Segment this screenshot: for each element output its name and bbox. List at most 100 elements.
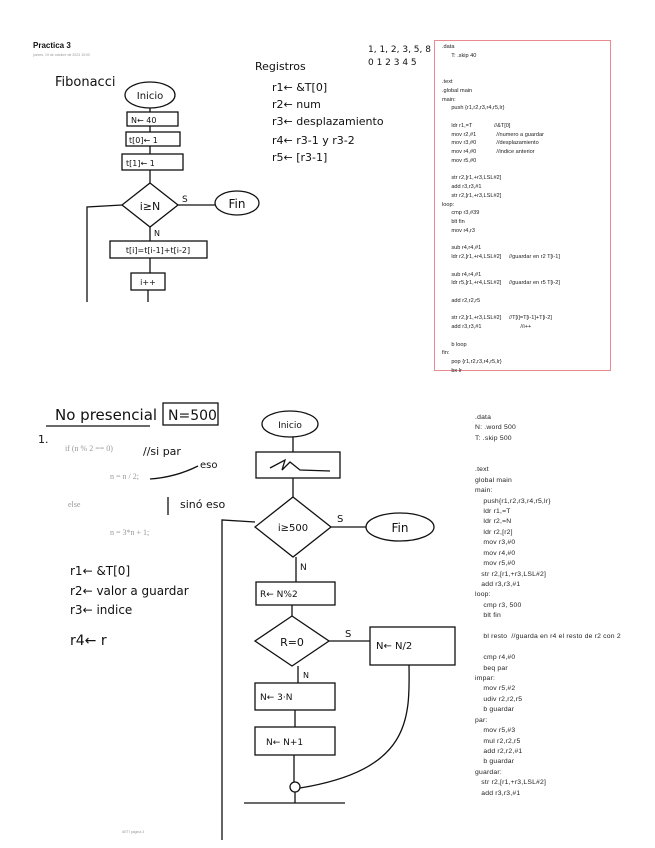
code-line: ldr r2,[r2] (475, 528, 513, 536)
process-box (125, 131, 181, 147)
process-box (121, 153, 184, 171)
code-line: str r2,[r1,+r3,LSL#2] //T[i]=T[i-1]+T[i-… (442, 315, 552, 322)
code-line: str r2,[r1,+r3,LSL#2] (475, 779, 547, 787)
process-box (254, 726, 336, 756)
svg-text:No presencial: No presencial (55, 406, 157, 424)
input-box (255, 451, 341, 479)
code-line: main: (475, 487, 493, 495)
svg-text://si par: //si par (143, 445, 181, 458)
code-line: str r2,[r1,+r3,LSL#2] (442, 192, 502, 199)
code-line: mov r4,#0 (475, 549, 516, 557)
code-line (442, 166, 560, 175)
code-line: .data (442, 44, 455, 50)
code-line: impar: (475, 674, 496, 682)
code-line: mov r5,#3 (475, 727, 516, 735)
code-line: add r3,r3,#1 //i++ (442, 324, 532, 330)
svg-text:Inicio: Inicio (278, 421, 302, 431)
page-title: Practica 3 (33, 41, 71, 50)
code-line (442, 306, 560, 315)
code-line: guardar: (475, 768, 502, 776)
code-line: mov r5,#2 (475, 685, 516, 693)
code-line: b loop (442, 341, 467, 348)
pseudo-if: if (n % 2 == 0) (65, 444, 113, 453)
code-line (442, 288, 560, 297)
svg-text:sinó eso: sinó eso (180, 498, 225, 511)
code-line: ldr r2,[r1,+r4,LSL#2] //guardar en r2 T[… (442, 254, 560, 260)
code-line: par: (475, 716, 488, 724)
start-terminal (261, 410, 319, 438)
loop-arrow (86, 204, 123, 302)
code-line: mov r4,#0 //indice anterior (442, 149, 535, 155)
code-line: .text (442, 79, 453, 85)
process-box (126, 111, 179, 127)
code-line: add r3,r3,#1 (475, 789, 521, 797)
code-line: push{r1,r2,r3,r4,r5,lr} (475, 497, 551, 505)
svg-text:R=0: R=0 (280, 636, 304, 649)
code-line: b guardar (475, 758, 515, 766)
code-line: cmp r3,#39 (442, 210, 480, 217)
svg-text:i≥500: i≥500 (278, 523, 308, 534)
end-terminal (214, 190, 260, 216)
code-line (475, 444, 621, 454)
svg-text:t[0]← 1: t[0]← 1 (129, 136, 158, 145)
code-line: ldr r2,=N (475, 518, 512, 526)
svg-text:r3← desplazamiento: r3← desplazamiento (272, 115, 384, 128)
page-footer: AETI página 3 (122, 830, 145, 834)
page-date: jueves, 19 de octubre de 2023 19:00 (33, 53, 90, 57)
code-line: push {r1,r2,r3,r4,r5,lr} (442, 105, 505, 112)
code-line: add r3,r3,#1 (442, 184, 482, 190)
code-line: ldr r1,=T (475, 507, 511, 515)
code-line: T: .skip 40 (442, 52, 477, 59)
pseudo-else: else (68, 500, 81, 509)
code-line: main: (442, 96, 456, 103)
code-line: mov r3,#0 //desplazamiento (442, 140, 539, 147)
svg-text:r1← &T[0]: r1← &T[0] (272, 81, 327, 94)
svg-text:r4← r3-1 y r3-2: r4← r3-1 y r3-2 (272, 134, 355, 147)
code-line: udiv r2,r2,r5 (475, 695, 523, 703)
svg-text:r2← num: r2← num (272, 98, 321, 111)
pseudo-else-then: n = 3*n + 1; (110, 528, 150, 537)
code-line: sub r4,r4,#1 (442, 271, 482, 278)
code-line (475, 643, 621, 653)
svg-text:N← 40: N← 40 (131, 116, 156, 125)
code-line (442, 113, 560, 122)
code-line: N: .word 500 (475, 424, 516, 432)
collatz-flowchart: Inicio i≥500 S Fin N R← N%2 R=0 S N← N/2… (221, 410, 456, 840)
code-line: loop: (442, 201, 455, 208)
code-line: mov r4,r3 (442, 227, 475, 234)
code-line: cmp r3, 500 (475, 601, 522, 609)
svg-text:S: S (182, 195, 188, 205)
end-terminal (365, 512, 435, 542)
code-line: add r2,r2,r5 (442, 297, 481, 304)
code-line (475, 622, 621, 632)
svg-text:Inicio: Inicio (137, 91, 163, 102)
svg-text:N: N (300, 563, 307, 573)
svg-text:i≥N: i≥N (140, 200, 161, 213)
svg-text:N=500: N=500 (168, 408, 217, 424)
merge-line (299, 664, 410, 789)
code-line: mul r2,r2,r5 (475, 737, 521, 745)
code-line: mov r5,#0 (442, 157, 477, 164)
code-line: str r2,[r1,+r3,LSL#2] (442, 175, 502, 182)
code-line (442, 332, 560, 341)
code-line: b guardar (475, 706, 515, 714)
decision-diamond (253, 496, 333, 558)
loop-arrow (221, 519, 256, 840)
svg-text:0 1 2 3 4 5: 0 1 2 3 4 5 (368, 58, 417, 68)
code-line: .text (475, 466, 489, 474)
code-line: str r2,[r1,+r3,LSL#2] (475, 570, 547, 578)
no-presencial-notes: No presencial N=500 1. //si par eso sinó… (38, 402, 225, 649)
code-line: add r2,r2,#1 (475, 748, 523, 755)
process-box (109, 240, 208, 259)
code-line: global main (475, 476, 512, 484)
svg-text:r1← &T[0]: r1← &T[0] (70, 564, 130, 578)
svg-text:N: N (303, 671, 309, 680)
code-line: pop {r1,r2,r3,r4,r5,lr} (442, 359, 502, 365)
code-line: blt fin (475, 612, 501, 620)
code-line: ldr r1,=T //&T[0] (442, 122, 511, 129)
code-line: .data (475, 414, 492, 421)
code-line (442, 236, 560, 245)
registros-notes: Registros r1← &T[0] r2← num r3← desplaza… (255, 45, 431, 164)
